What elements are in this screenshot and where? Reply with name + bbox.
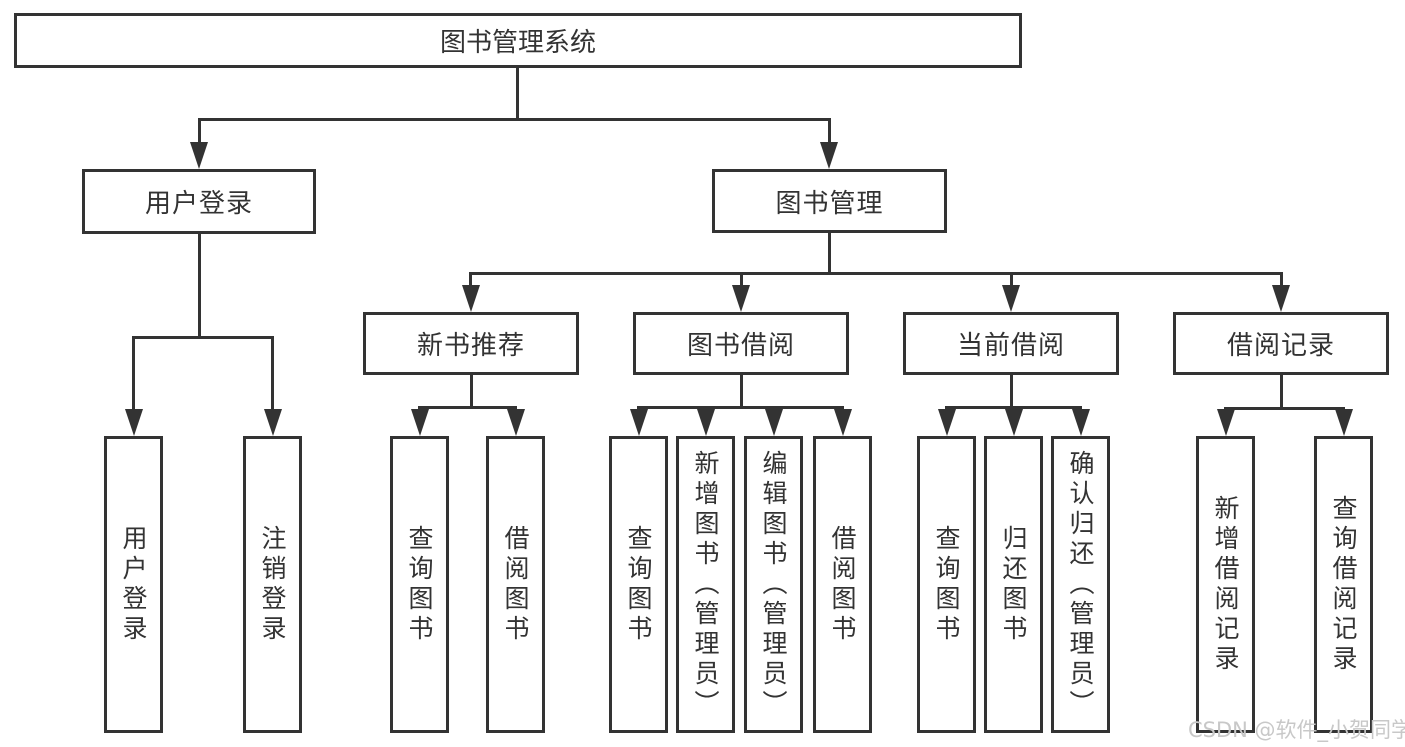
csdn-watermark: CSDN @软件_小贺同学	[1188, 718, 1405, 742]
connector-l3-shaft	[740, 272, 743, 287]
node-borrowing-records: 借阅记录	[1173, 312, 1389, 375]
connector-recommend-branch	[418, 406, 517, 409]
leaf-logout: 注销登录	[243, 436, 302, 733]
leaf-borrow-books: 借阅图书	[813, 436, 872, 733]
arrowhead-down-icon	[820, 142, 838, 169]
arrowhead-down-icon	[732, 285, 750, 312]
node-label: 用户登录	[144, 189, 253, 219]
leaf-query-borrow-record: 查询借阅记录	[1314, 436, 1373, 733]
node-label: 当前借阅	[956, 331, 1065, 361]
arrowhead-down-icon	[264, 409, 282, 436]
connector-records-stem	[1280, 374, 1283, 410]
connector-records-branch	[1224, 407, 1344, 410]
connector-l3-shaft	[1280, 272, 1283, 287]
leaf-add-book-admin: 新增图书（管理员）	[676, 436, 735, 733]
leaf-query-books-recommend: 查询图书	[390, 436, 449, 733]
node-label: 借阅记录	[1226, 331, 1335, 361]
arrowhead-down-icon	[938, 409, 956, 436]
leaf-label: 查询图书	[405, 524, 434, 645]
leaf-label: 用户登录	[119, 524, 148, 645]
leaf-label: 新增借阅记录	[1211, 494, 1240, 675]
arrowhead-down-icon	[1005, 409, 1023, 436]
arrowhead-down-icon	[462, 285, 480, 312]
leaf-query-books-current: 查询图书	[917, 436, 976, 733]
leaf-edit-book-admin: 编辑图书（管理员）	[744, 436, 803, 733]
node-book-management: 图书管理	[712, 169, 947, 233]
node-label: 图书管理系统	[439, 28, 596, 58]
node-user-login: 用户登录	[82, 169, 316, 234]
connector-book-management-shaft	[828, 118, 831, 144]
arrowhead-down-icon	[411, 409, 429, 436]
node-library-management-system: 图书管理系统	[14, 13, 1022, 68]
connector-user-login-branch	[132, 336, 274, 339]
connector-l3-shaft	[469, 272, 472, 287]
arrowhead-down-icon	[834, 409, 852, 436]
connector-user-login-shaft	[198, 118, 201, 144]
leaf-label: 编辑图书（管理员）	[759, 449, 788, 720]
leaf-return-book: 归还图书	[984, 436, 1043, 733]
connector-l3-shaft	[1010, 272, 1013, 287]
connector-leaf-shaft	[132, 336, 135, 412]
arrowhead-down-icon	[125, 409, 143, 436]
node-new-book-recommendation: 新书推荐	[363, 312, 579, 375]
arrowhead-down-icon	[190, 142, 208, 169]
leaf-add-borrow-record: 新增借阅记录	[1196, 436, 1255, 733]
leaf-label: 查询借阅记录	[1329, 494, 1358, 675]
arrowhead-down-icon	[1217, 409, 1235, 436]
node-label: 图书借阅	[686, 331, 795, 361]
leaf-label: 查询图书	[932, 524, 961, 645]
connector-leaf-shaft	[271, 336, 274, 412]
connector-borrowing-branch	[637, 406, 843, 409]
leaf-label: 归还图书	[999, 524, 1028, 645]
arrowhead-down-icon	[507, 409, 525, 436]
leaf-label: 新增图书（管理员）	[691, 449, 720, 720]
arrowhead-down-icon	[1335, 409, 1353, 436]
node-current-borrowing: 当前借阅	[903, 312, 1119, 375]
leaf-query-books-borrow: 查询图书	[609, 436, 668, 733]
leaf-label: 借阅图书	[501, 524, 530, 645]
leaf-label: 确认归还（管理员）	[1066, 449, 1095, 720]
arrowhead-down-icon	[1272, 285, 1290, 312]
arrowhead-down-icon	[765, 409, 783, 436]
arrowhead-down-icon	[1072, 409, 1090, 436]
connector-user-login-stem	[198, 234, 201, 336]
connector-root-stem	[516, 68, 519, 118]
arrowhead-down-icon	[630, 409, 648, 436]
node-label: 新书推荐	[416, 331, 525, 361]
leaf-confirm-return-admin: 确认归还（管理员）	[1051, 436, 1110, 733]
node-book-borrowing: 图书借阅	[633, 312, 849, 375]
connector-level1-branch	[198, 118, 830, 121]
connector-level3-branch	[469, 272, 1282, 275]
leaf-label: 借阅图书	[828, 524, 857, 645]
leaf-label: 注销登录	[258, 524, 287, 645]
connector-borrowing-stem	[740, 374, 743, 409]
arrowhead-down-icon	[1002, 285, 1020, 312]
leaf-user-login: 用户登录	[104, 436, 163, 733]
leaf-borrow-books-recommend: 借阅图书	[486, 436, 545, 733]
connector-current-stem	[1010, 374, 1013, 409]
arrowhead-down-icon	[697, 409, 715, 436]
node-label: 图书管理	[775, 188, 884, 219]
connector-recommend-stem	[470, 374, 473, 409]
leaf-label: 查询图书	[624, 524, 653, 645]
connector-book-management-stem	[828, 233, 831, 275]
